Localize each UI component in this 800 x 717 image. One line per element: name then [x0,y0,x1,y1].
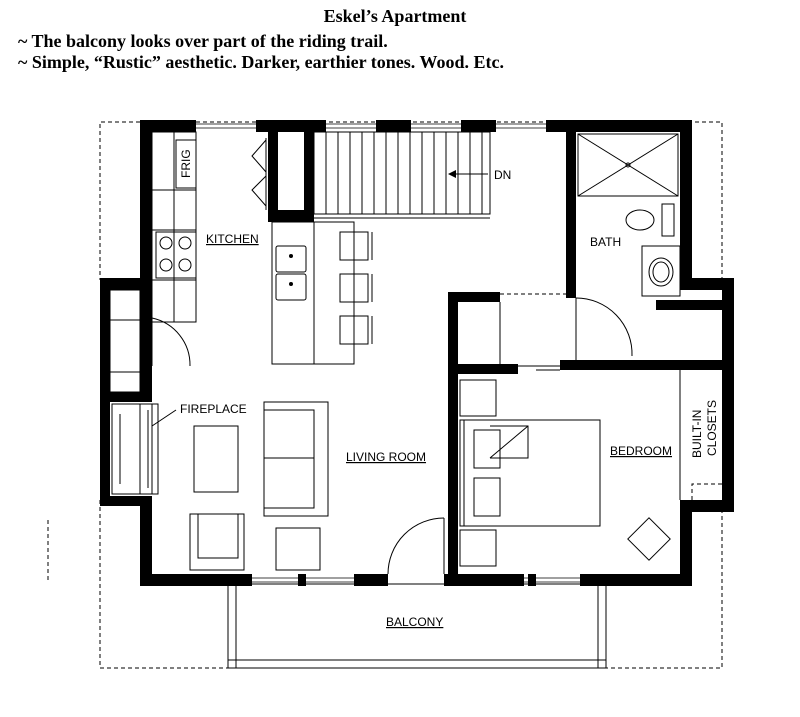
balcony-door [387,517,445,575]
stair-treads [325,132,483,214]
coffee-table [193,425,239,493]
fireplace [111,403,177,495]
closets-label-line1: BUILT-IN [690,410,704,458]
nightstand-top [459,379,497,417]
bar-stools [339,231,373,345]
built-in-closets [679,370,722,500]
interior-walls [268,130,730,584]
bedroom-door [499,302,560,371]
exterior-walls [100,120,734,586]
kitchen-counter [151,131,197,323]
staircase [313,131,491,219]
stairs-down-label: DN [494,168,511,182]
bedroom-label: BEDROOM [610,444,672,458]
balcony [227,583,607,669]
stove [155,231,197,279]
exterior-outline [99,121,723,669]
left-closet [109,289,191,393]
fridge-label: FRIG [179,149,193,178]
armchair [189,513,245,571]
page-title: Eskel’s Apartment [323,6,467,26]
kitchen-label: KITCHEN [206,232,259,246]
bed [459,419,601,527]
note-aesthetic: ~ Simple, “Rustic” aesthetic. Darker, ea… [18,52,504,72]
note-balcony-view: ~ The balcony looks over part of the rid… [18,31,388,51]
shower [577,133,679,197]
stair-arrow [448,170,488,178]
sofa [263,401,329,517]
balcony-label: BALCONY [386,615,443,629]
closets-label-line2: CLOSETS [705,400,719,456]
fireplace-label: FIREPLACE [180,402,247,416]
kitchen-pantry [251,138,267,210]
bath-label: BATH [590,235,621,249]
kitchen-island [271,221,355,365]
living-room-label: LIVING ROOM [346,450,426,464]
bath-vanity [641,245,681,297]
toilet [625,203,675,237]
side-table [275,527,321,571]
bath-door [500,293,633,360]
bedroom-chair [627,517,671,561]
nightstand-bottom [459,529,497,567]
